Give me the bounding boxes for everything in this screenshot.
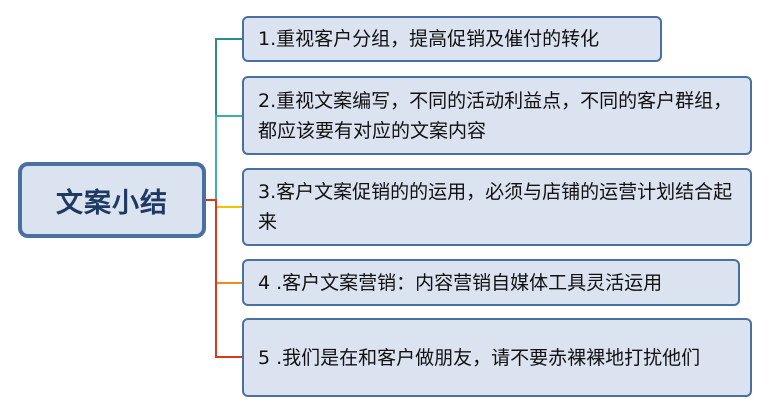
branch-node-label: 4 .客户文案营销：内容营销自媒体工具灵活运用	[258, 271, 663, 294]
root-node-label: 文案小结	[56, 187, 168, 219]
branch-node-label: 5 .我们是在和客户做朋友，请不要赤裸裸地打扰他们	[258, 346, 701, 369]
connector-4	[206, 199, 242, 285]
branch-node-label: 1.重视客户分组，提高促销及催付的转化	[258, 28, 600, 50]
branch-node-1: 1.重视客户分组，提高促销及催付的转化	[242, 16, 662, 62]
connector-2	[206, 114, 242, 201]
branch-node-2: 2.重视文案编写，不同的活动利益点，不同的客户群组，都应该要有对应的文案内容	[242, 76, 752, 155]
connector-1	[206, 37, 242, 201]
root-node: 文案小结	[18, 162, 206, 238]
connector-5	[206, 199, 242, 358]
branch-node-4: 4 .客户文案营销：内容营销自媒体工具灵活运用	[242, 259, 740, 306]
connector-3	[206, 199, 242, 209]
branch-node-5: 5 .我们是在和客户做朋友，请不要赤裸裸地打扰他们	[242, 318, 752, 397]
branch-node-label: 3.客户文案促销的的运用，必须与店铺的运营计划结合起来	[258, 181, 733, 233]
branch-node-3: 3.客户文案促销的的运用，必须与店铺的运营计划结合起来	[242, 168, 752, 246]
branch-node-label: 2.重视文案编写，不同的活动利益点，不同的客户群组，都应该要有对应的文案内容	[258, 89, 733, 142]
